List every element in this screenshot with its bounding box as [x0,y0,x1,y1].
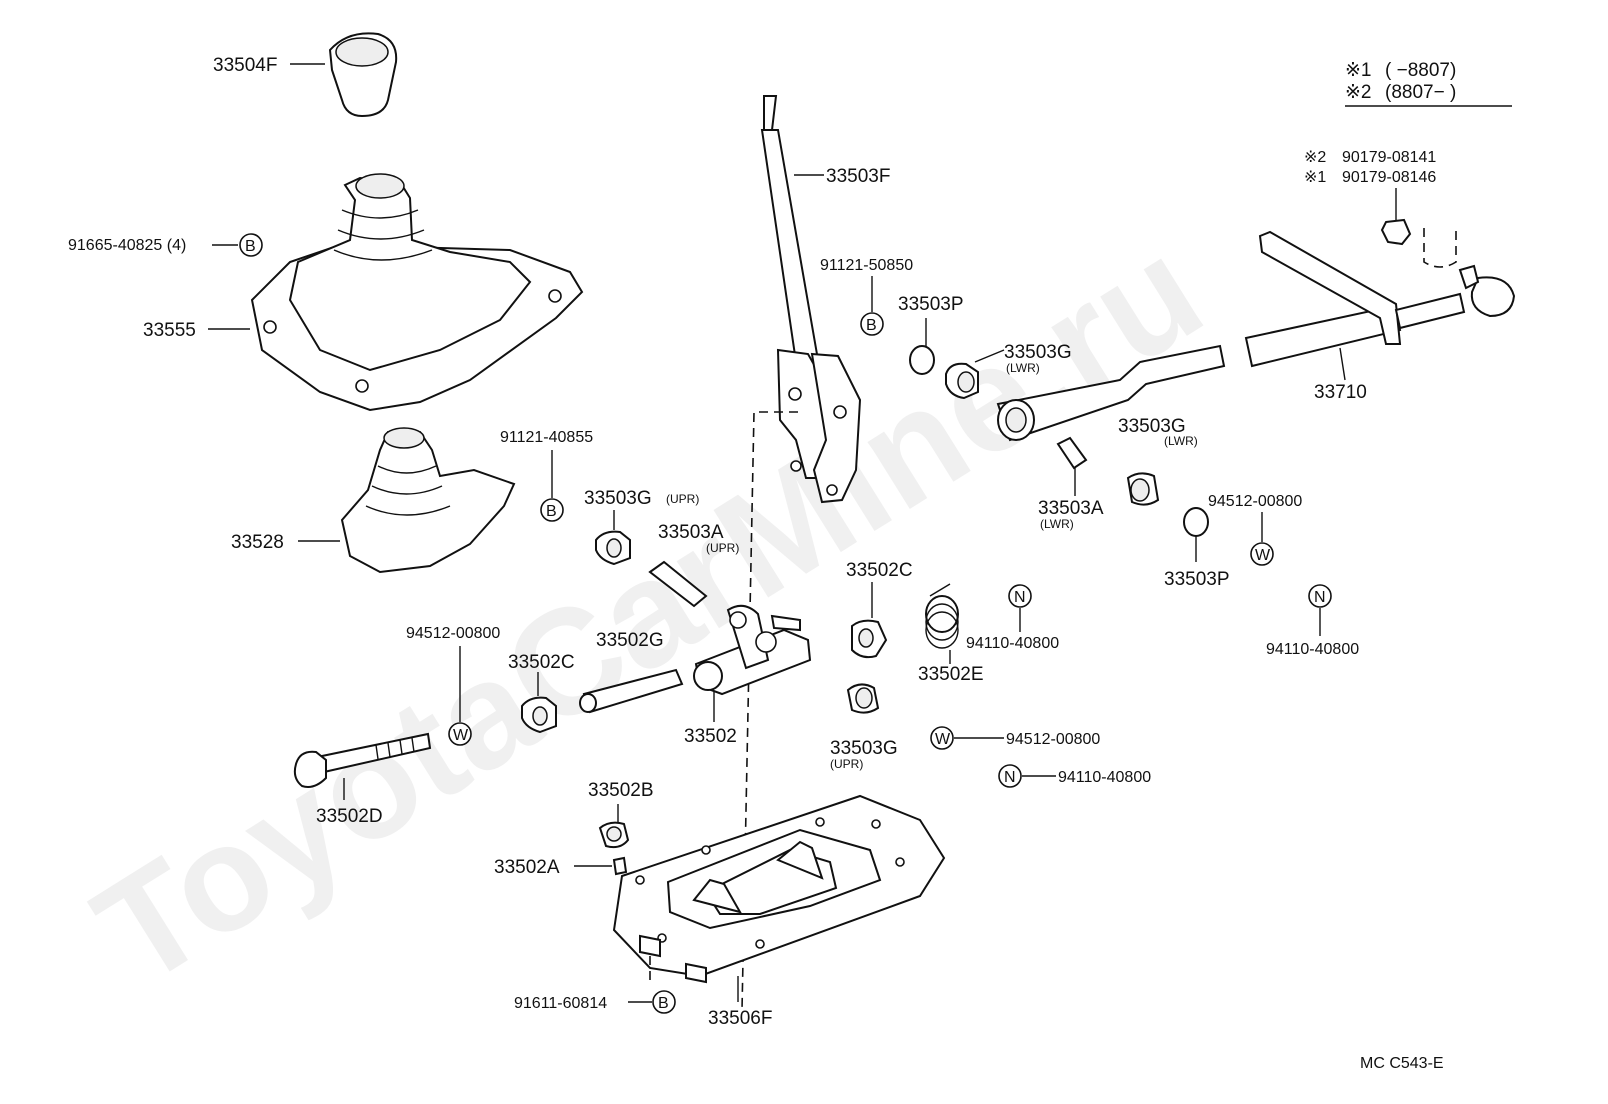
label-33503A-lwr-sub: (LWR) [1040,517,1074,531]
bushing-upr-drawing [595,530,631,566]
label-33503G-lwr1: 33503G [1004,342,1072,363]
legend-range-1: ( −8807) [1385,60,1456,81]
label-94512-bot: 94512-00800 [1006,731,1100,748]
leader-33710 [1339,347,1346,381]
label-33502C-left: 33502C [508,652,575,673]
label-33502C-right: 33502C [846,560,913,581]
label-33504F: 33504F [213,55,277,76]
label-33503P-mid: 33503P [1164,569,1230,590]
label-33503A-upr-sub: (UPR) [706,541,739,555]
label-94512-top: 94512-00800 [1208,493,1302,510]
symbol-w: W [935,731,951,748]
label-33555: 33555 [143,320,196,341]
label-94110-mid: 94110-40800 [966,635,1059,652]
label-33503G-upr1-sub: (UPR) [666,492,699,506]
dashed-guide [741,411,798,1011]
leader-33503G-lwr1 [974,349,1005,363]
symbol-b: B [866,317,877,334]
bushing-lwr2-drawing [1126,472,1160,506]
label-94512-left: 94512-00800 [406,625,500,642]
shift-lever-drawing [760,95,862,504]
label-33506F: 33506F [708,1008,772,1029]
legend-mark-2: ※2 [1345,82,1372,103]
label-33502: 33502 [684,726,737,747]
symbol-n: N [1314,589,1326,606]
mark-1: ※1 [1304,169,1326,186]
symbol-b: B [658,995,669,1012]
pin-lwr-drawing [1056,436,1088,470]
label-33503P-top: 33503P [898,294,964,315]
symbol-w-circle [448,722,472,746]
shaft-end-drawing [579,693,597,713]
shift-boot-drawing [250,173,584,412]
clip-outline [1423,228,1457,268]
symbol-n-circle [1008,584,1032,608]
label-33503A-lwr: 33503A [1038,498,1104,519]
symbol-n-circle [1308,584,1332,608]
label-33503G-lwr2-sub: (LWR) [1164,434,1198,448]
label-33503G-lwr1-sub: (LWR) [1006,361,1040,375]
mark-2: ※2 [1304,149,1326,166]
label-90179-08146: 90179-08146 [1342,169,1436,186]
shift-knob-drawing [328,32,398,118]
bushing-lwr-drawing [945,362,979,400]
base-plate-drawing [612,794,946,984]
pin-upr-drawing [648,560,708,608]
label-33502A: 33502A [494,857,560,878]
label-33503G-upr2-sub: (UPR) [830,757,863,771]
label-94110-right: 94110-40800 [1266,641,1359,658]
lever-seat-drawing [693,604,812,696]
symbol-b-circle [540,498,564,522]
label-33502B: 33502B [588,780,654,801]
small-pin-drawing [612,856,628,876]
legend-range-2: (8807− ) [1385,82,1456,103]
label-94110-bot: 94110-40800 [1058,769,1151,786]
washer-drawing [909,345,935,375]
symbol-w-circle [1250,542,1274,566]
label-33502E: 33502E [918,664,984,685]
symbol-b: B [245,238,256,255]
symbol-b-circle [239,233,263,257]
label-91665-40825: 91665-40825 (4) [68,237,186,254]
symbol-w-circle [930,726,954,750]
spring-drawing [925,583,959,649]
label-90179-08141: 90179-08141 [1342,149,1436,166]
nut-drawing [1380,218,1412,246]
label-91121-50850: 91121-50850 [820,257,913,274]
inner-boot-drawing [340,427,516,574]
washer-mid-drawing [1183,507,1209,537]
label-91121-40855: 91121-40855 [500,429,593,446]
label-33503F: 33503F [826,166,890,187]
label-33503A-upr: 33503A [658,522,724,543]
symbol-n-circle [998,764,1022,788]
label-91611-60814: 91611-60814 [514,995,607,1012]
shift-rod-drawing [996,230,1516,442]
label-33503G-upr2: 33503G [830,738,898,759]
label-33503G-upr1: 33503G [584,488,652,509]
label-33502D: 33502D [316,806,383,827]
label-33528: 33528 [231,532,284,553]
symbol-n: N [1004,769,1016,786]
bushing-left-drawing [521,696,557,734]
symbol-w: W [1255,547,1271,564]
bushing-upr2-drawing [846,683,880,714]
symbol-b-circle [860,312,884,336]
bushing-right-drawing [851,619,888,659]
bolt-drawing [293,732,432,788]
label-33710: 33710 [1314,382,1367,403]
legend: ※1 ( −8807) ※2 (8807− ) [1345,60,1512,107]
symbol-w: W [453,727,469,744]
label-33502G: 33502G [596,630,664,651]
label-33503G-lwr2: 33503G [1118,416,1186,437]
symbol-b-circle [652,990,676,1014]
legend-mark-1: ※1 [1345,60,1372,81]
symbol-n: N [1014,589,1026,606]
grommet-drawing [598,821,630,849]
diagram-code: MC C543-E [1360,1055,1444,1072]
symbol-b: B [546,503,557,520]
